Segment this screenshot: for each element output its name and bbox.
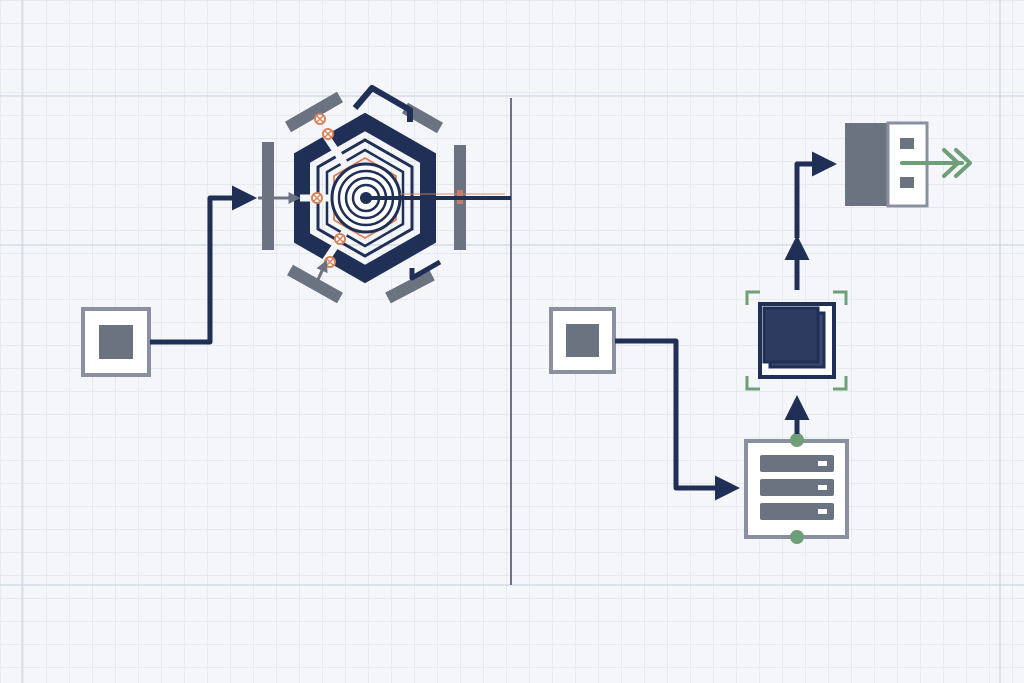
- double-chevron-right-icon[interactable]: [900, 148, 972, 178]
- connector-source-to-hexagon: [150, 185, 257, 345]
- connector-source-to-server: [615, 338, 740, 501]
- server-bottom-port: [790, 530, 804, 544]
- chip-corner-brackets: [745, 290, 848, 391]
- layered-chip-icon[interactable]: [745, 290, 848, 391]
- square-node-icon[interactable]: [549, 307, 616, 374]
- hexagon-top-arm: [352, 85, 413, 122]
- slate-lower-arrow: [314, 259, 328, 285]
- server-top-port: [790, 433, 804, 447]
- hexagon-bottom-arm: [409, 259, 442, 281]
- orange-port-marks: [313, 115, 344, 266]
- square-node-icon[interactable]: [81, 307, 151, 377]
- hexagon-navy-ring: [294, 112, 436, 284]
- server-stack-icon[interactable]: [744, 433, 849, 544]
- connector-up-to-output: [794, 151, 837, 238]
